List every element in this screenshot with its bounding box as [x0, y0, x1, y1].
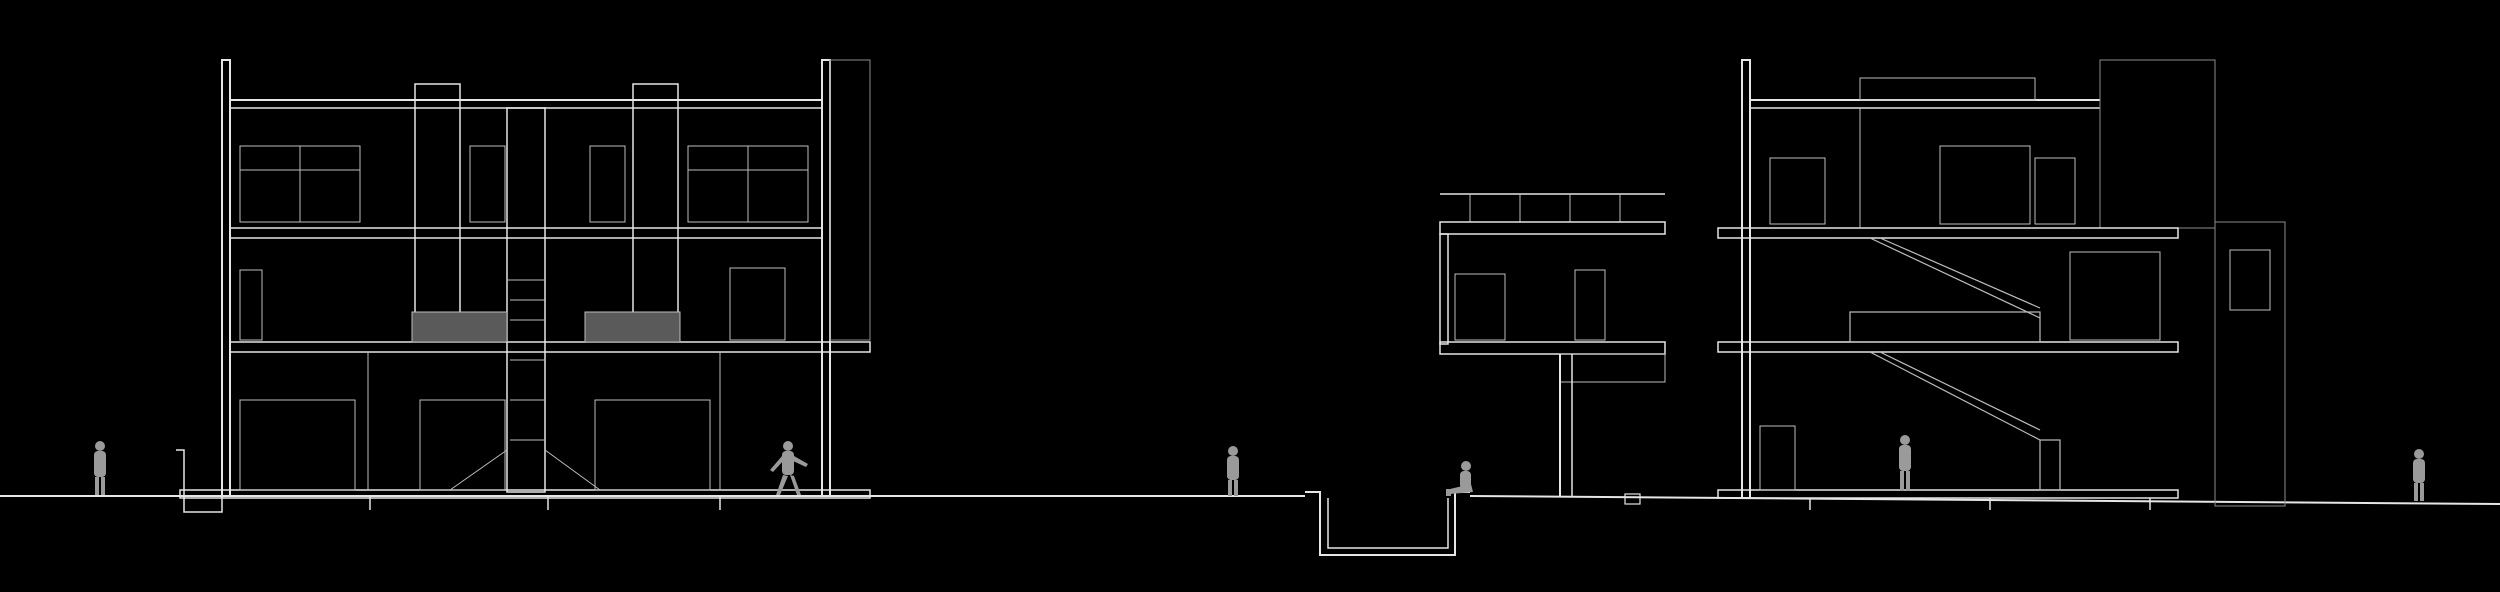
person-standing: [94, 441, 106, 495]
left-building-section: [176, 59, 871, 513]
person-standing: [1227, 446, 1239, 496]
person-standing: [1899, 435, 1911, 491]
person-walking: [770, 441, 808, 495]
middle-pavilion-section: [1305, 193, 1666, 556]
right-building-section: [1717, 59, 2286, 510]
person-standing: [2413, 449, 2425, 501]
person-sitting: [1446, 461, 1473, 496]
people: [94, 435, 2425, 501]
ground-line: [0, 495, 2500, 505]
